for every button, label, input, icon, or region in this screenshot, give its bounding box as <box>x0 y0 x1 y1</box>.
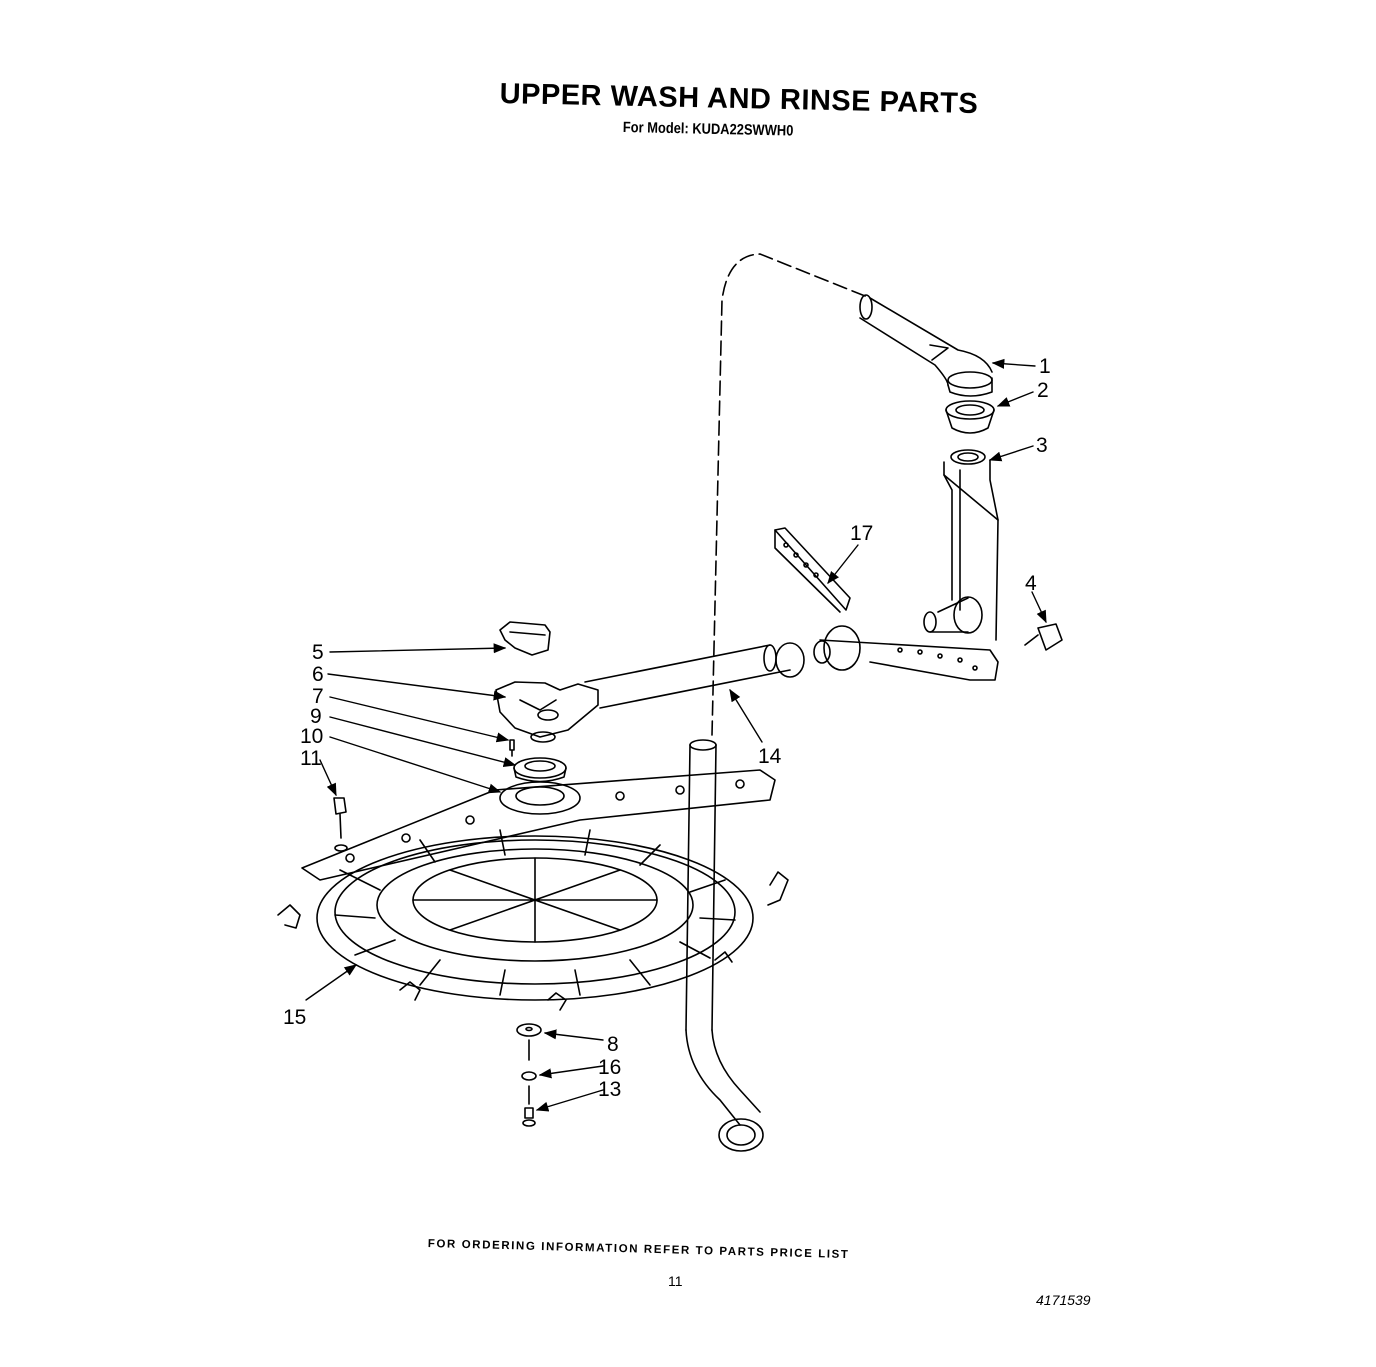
part-3-vertical-manifold <box>923 449 999 641</box>
part-6-hub <box>495 681 599 743</box>
callout-10: 10 <box>300 725 323 748</box>
part-17-bracket <box>774 527 851 613</box>
callout-3: 3 <box>1036 434 1048 457</box>
callout-1: 1 <box>1039 355 1051 378</box>
callout-16: 16 <box>598 1056 621 1079</box>
callout-13: 13 <box>598 1078 621 1101</box>
callout-9: 9 <box>310 705 322 728</box>
callout-17: 17 <box>850 522 873 545</box>
vertical-supply-tube <box>685 739 764 1152</box>
callout-2: 2 <box>1037 379 1049 402</box>
part-11-nozzle <box>333 797 348 852</box>
callout-6: 6 <box>312 663 324 686</box>
part-1-upper-elbow <box>859 294 993 397</box>
spray-arm <box>301 769 776 881</box>
callout-8: 8 <box>607 1033 619 1056</box>
callout-14: 14 <box>758 745 782 768</box>
callout-4: 4 <box>1025 572 1037 595</box>
callout-15: 15 <box>283 1006 306 1029</box>
part-14-feed-tube <box>584 642 805 709</box>
document-number: 4171539 <box>1036 1292 1091 1308</box>
part-8-washer <box>516 1023 542 1061</box>
part-15-circular-rack <box>277 829 789 1011</box>
leader-lines <box>305 358 1047 1112</box>
rear-manifold-pipe <box>813 625 999 681</box>
callout-11: 11 <box>300 747 322 770</box>
part-4-plug <box>1024 623 1063 651</box>
part-16-washer <box>521 1071 537 1105</box>
part-10-bearing-ring <box>513 757 567 783</box>
part-9-screw <box>509 739 515 757</box>
part-2-seal-ring <box>945 400 995 434</box>
part-13-screw <box>522 1107 536 1127</box>
callout-7: 7 <box>312 685 324 708</box>
page-number: 11 <box>668 1273 683 1289</box>
hose-routing-dashed-line <box>711 253 871 736</box>
callout-5: 5 <box>312 641 324 664</box>
part-5-clip <box>499 621 551 656</box>
